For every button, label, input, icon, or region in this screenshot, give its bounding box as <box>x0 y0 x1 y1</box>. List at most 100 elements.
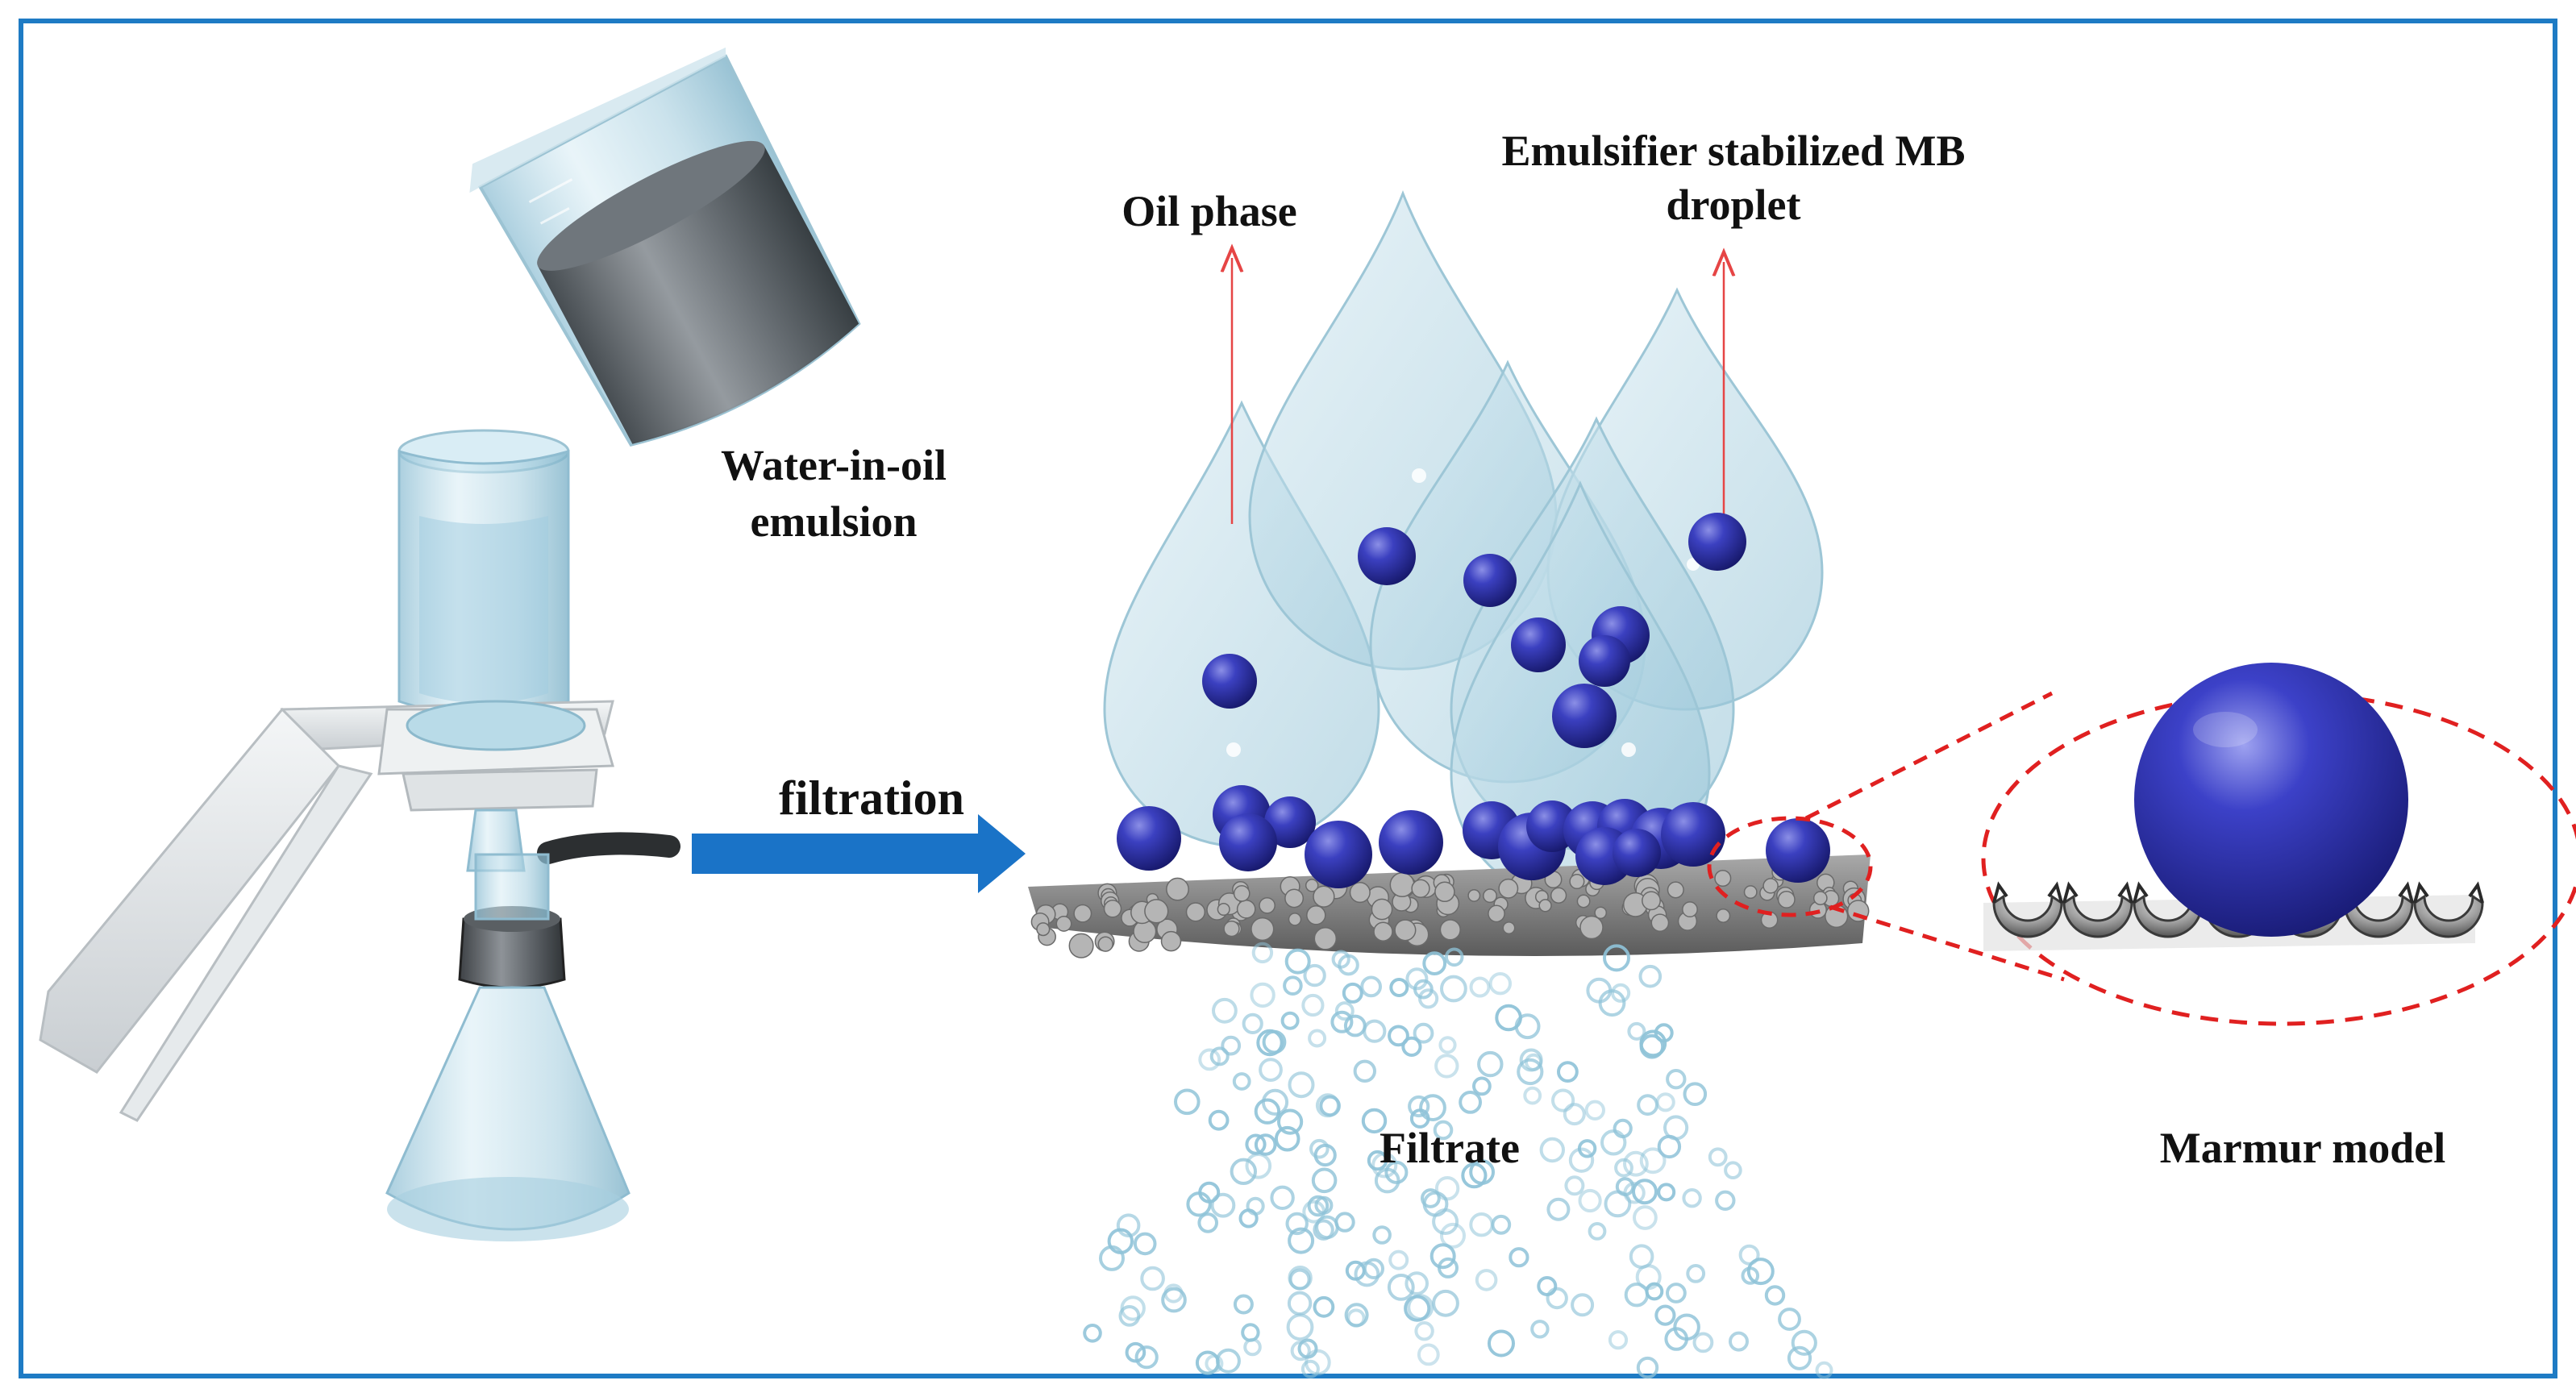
filtrate-bubble <box>1715 1190 1736 1212</box>
water-in-oil-label-line2: emulsion <box>750 497 917 546</box>
pouring-beaker-icon <box>469 47 861 447</box>
filtrate-bubble <box>1212 997 1238 1024</box>
mb-sphere <box>1358 527 1416 585</box>
filtrate-bubble <box>1405 967 1429 991</box>
membrane-grain <box>1576 894 1591 908</box>
filtrate-bubble <box>1778 1308 1801 1331</box>
filtrate-bubble <box>1342 982 1363 1004</box>
filtrate-bubble <box>1741 1266 1760 1285</box>
filtrate-bubble <box>1433 1120 1454 1141</box>
mb-sphere <box>1688 513 1746 571</box>
filtrate-bubble <box>1413 1022 1434 1044</box>
membrane-grain <box>1777 890 1796 908</box>
filtrate-bubble <box>1563 1103 1586 1126</box>
filtrate-bubble <box>1303 963 1326 987</box>
filtrate-bubble <box>1197 1212 1218 1233</box>
filtrate-bubble <box>1666 1283 1687 1303</box>
membrane-grain <box>1103 900 1122 918</box>
filtrate-bubble <box>1163 1283 1184 1303</box>
filtrate-bubble <box>1588 1222 1607 1241</box>
filtrate-bubble <box>1654 1023 1674 1043</box>
membrane-grain <box>1371 898 1393 921</box>
filtrate-bubble <box>1125 1341 1147 1363</box>
filtration-label: filtration <box>779 771 964 825</box>
filtrate-bubble <box>1371 1152 1398 1179</box>
filtrate-bubble <box>1414 1321 1434 1341</box>
zoom-source-ring <box>1707 816 1873 917</box>
mb-sphere <box>1264 796 1316 848</box>
filtrate-bubble <box>1746 1258 1775 1286</box>
filtrate-bubble <box>1353 1059 1377 1083</box>
filtrate-bubble <box>1083 1324 1102 1343</box>
filtrate-bubble <box>1551 1088 1575 1112</box>
filtrate-bubble <box>1205 1354 1224 1374</box>
membrane-grain <box>1502 921 1516 935</box>
membrane-grain <box>1284 888 1305 908</box>
filtrate-bubble <box>1682 1188 1702 1208</box>
filtrate-bubble <box>1286 1313 1314 1341</box>
filtrate-bubble <box>1584 1100 1606 1121</box>
filtrate-bubble <box>1539 1137 1566 1163</box>
filtrate-bubble <box>1283 975 1303 996</box>
filtrate-bubble <box>1334 1212 1355 1233</box>
membrane-grain <box>1434 881 1455 903</box>
filtrate-bubble <box>1389 978 1409 997</box>
membrane-grain <box>1233 885 1251 902</box>
membrane-grain <box>1036 922 1051 937</box>
filtrate-bubble <box>1363 1258 1385 1280</box>
filtrate-bubble <box>1419 1094 1446 1121</box>
filtrate-bubble <box>1241 1323 1260 1342</box>
membrane-grain <box>1389 871 1415 898</box>
filtrate-bubble <box>1639 1147 1667 1175</box>
oil-phase-label: Oil phase <box>1122 187 1297 235</box>
mb-sphere <box>1613 829 1661 877</box>
filtrate-bubble <box>1627 1021 1646 1041</box>
filtrate-bubble <box>1578 1188 1602 1213</box>
filtrate-bubble <box>1432 1208 1459 1235</box>
droplet-highlights <box>1226 468 1700 757</box>
filtrate-bubble <box>1334 1001 1355 1021</box>
filtrate-bubble <box>1519 1048 1543 1072</box>
filtrate-bubble <box>1288 1071 1315 1099</box>
mb-sphere <box>1219 813 1277 871</box>
filtrate-bubble <box>1254 1098 1281 1125</box>
membrane-grain <box>1097 936 1113 952</box>
membrane-grain <box>1467 888 1481 902</box>
membrane-grain <box>1185 902 1206 922</box>
filtrate-bubble <box>1438 1036 1457 1054</box>
marmur-cup-rim <box>1992 881 2063 904</box>
membrane-grain <box>1682 901 1698 918</box>
filtrate-bubble <box>1729 1331 1749 1352</box>
filtrate-bubble <box>1404 1295 1431 1322</box>
filtrate-bubble <box>1277 1108 1304 1135</box>
filtrate-bubble <box>1664 1327 1688 1351</box>
filtrate-bubble <box>1815 1361 1833 1379</box>
filtrate-bubble <box>1134 1345 1159 1370</box>
filtrate-bubble <box>1635 1264 1662 1291</box>
membrane-grain <box>1650 913 1670 933</box>
filtrate-bubble <box>1116 1213 1141 1237</box>
filtrate-bubble <box>1308 1029 1327 1048</box>
filtrate-bubble <box>1242 1012 1263 1035</box>
filtrate-bubble <box>1401 1036 1422 1058</box>
filtrate-bubble <box>1161 1287 1187 1313</box>
emulsifier-label-line1: Emulsifier stabilized MB <box>1502 127 1966 175</box>
filtrate-bubble <box>1686 1264 1706 1283</box>
marmur-cup <box>2062 894 2133 938</box>
membrane-grain <box>1716 908 1731 923</box>
membrane-grain <box>1488 904 1505 923</box>
filtrate-bubble <box>1440 1222 1466 1249</box>
mb-sphere <box>1766 818 1830 883</box>
filtrate-bubble <box>1238 1208 1259 1229</box>
filtrate-bubble <box>1475 1269 1498 1291</box>
mb-sphere <box>1552 684 1617 748</box>
mb-sphere <box>1117 806 1181 871</box>
filtrate-bubble <box>1636 1356 1659 1379</box>
filtrate-bubble <box>1221 1035 1242 1056</box>
filtrate-bubble <box>1418 988 1439 1009</box>
filtrate-bubble <box>1099 1245 1125 1271</box>
filtrate-bubble <box>1251 942 1274 964</box>
membrane-grain <box>1394 919 1417 942</box>
filtrate-bubble <box>1408 1095 1430 1118</box>
